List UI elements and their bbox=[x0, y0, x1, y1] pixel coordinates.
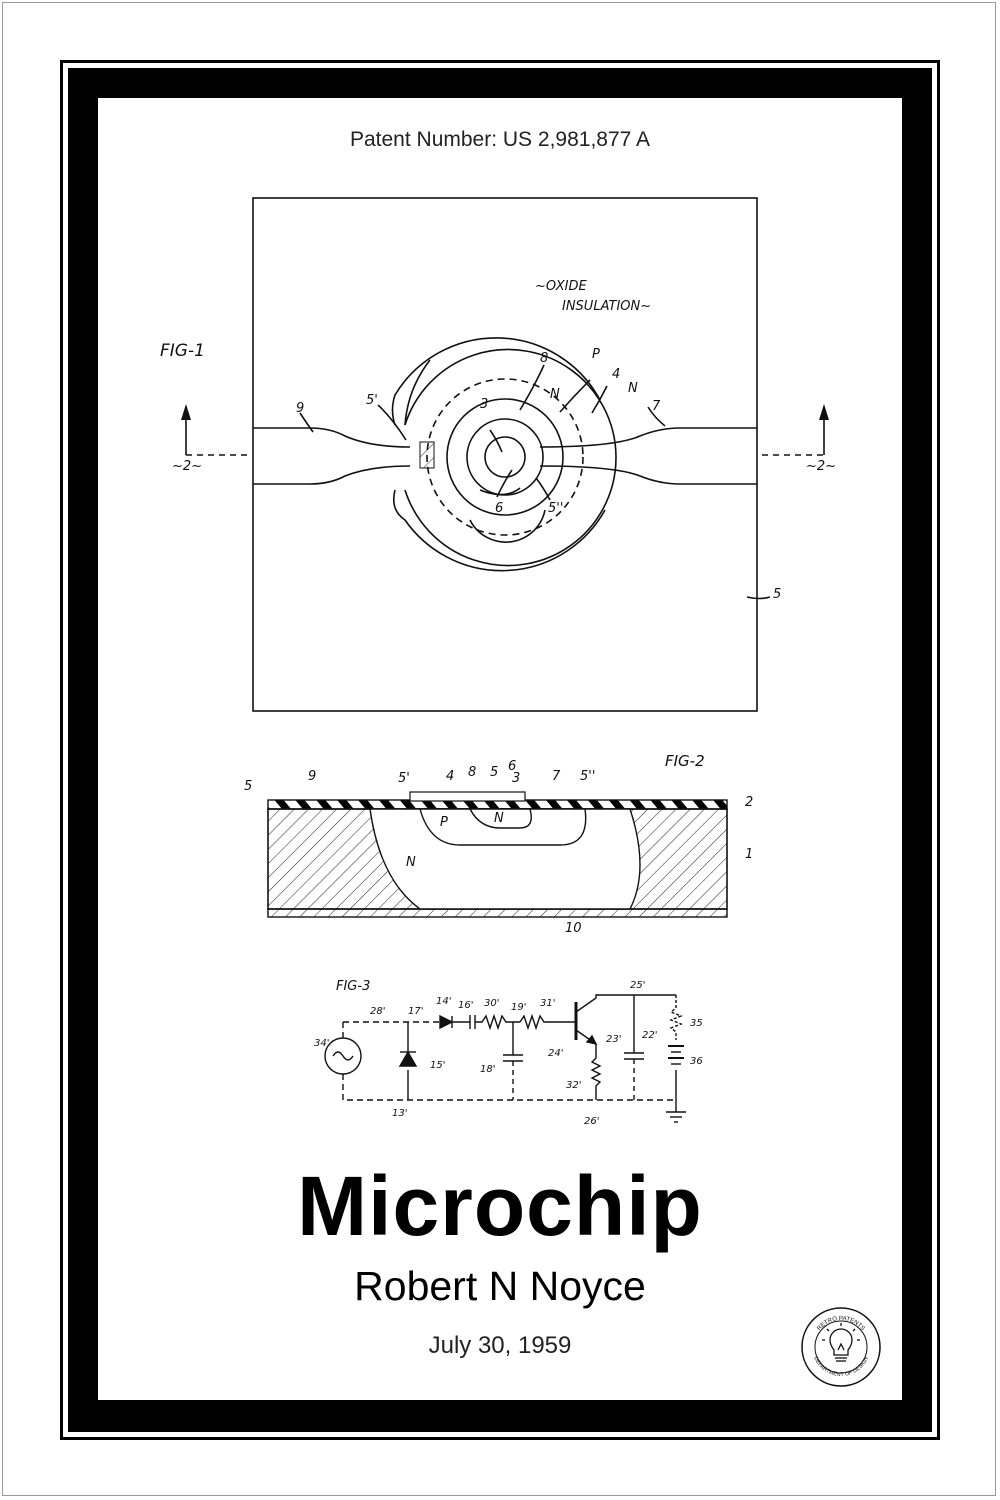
svg-text:19': 19' bbox=[511, 1002, 526, 1013]
fig1-label: FIG-1 bbox=[160, 341, 205, 361]
svg-text:5: 5 bbox=[490, 765, 498, 780]
fig3-label: FIG-3 bbox=[336, 979, 370, 994]
svg-text:16': 16' bbox=[458, 1000, 473, 1011]
svg-text:31': 31' bbox=[540, 998, 555, 1009]
svg-text:7: 7 bbox=[552, 769, 561, 784]
fig2-label: FIG-2 bbox=[665, 752, 705, 770]
svg-text:1: 1 bbox=[745, 847, 753, 862]
svg-text:5': 5' bbox=[398, 771, 410, 786]
svg-text:24': 24' bbox=[548, 1048, 563, 1059]
svg-text:14': 14' bbox=[436, 996, 451, 1007]
svg-text:5: 5 bbox=[773, 587, 781, 602]
svg-text:36: 36 bbox=[690, 1056, 703, 1067]
svg-text:N: N bbox=[550, 387, 560, 402]
svg-text:22': 22' bbox=[642, 1030, 657, 1041]
svg-text:18': 18' bbox=[480, 1064, 495, 1075]
svg-text:23': 23' bbox=[606, 1034, 621, 1045]
fig3-reference-numerals: 28' 17' 14' 16' 30' 19' 31' 25' 34' 15' … bbox=[314, 980, 703, 1127]
svg-text:17': 17' bbox=[408, 1006, 423, 1017]
section-mark-left: ~2~ bbox=[172, 459, 202, 474]
svg-text:9: 9 bbox=[296, 401, 304, 416]
svg-text:P: P bbox=[440, 815, 448, 830]
svg-text:26': 26' bbox=[584, 1116, 599, 1127]
svg-text:4: 4 bbox=[612, 367, 620, 382]
section-arrow-left-icon bbox=[181, 404, 191, 420]
svg-text:5: 5 bbox=[244, 779, 252, 794]
svg-text:5': 5' bbox=[366, 393, 378, 408]
svg-text:8: 8 bbox=[540, 351, 548, 366]
invention-title: Microchip bbox=[0, 1158, 1000, 1255]
svg-text:N: N bbox=[494, 811, 504, 826]
svg-text:5'': 5'' bbox=[548, 501, 563, 516]
svg-text:2: 2 bbox=[745, 795, 753, 810]
svg-text:N: N bbox=[406, 855, 416, 870]
oxide-line1: ~OXIDE bbox=[535, 279, 588, 294]
svg-text:5'': 5'' bbox=[580, 769, 595, 784]
svg-text:P: P bbox=[592, 347, 600, 362]
svg-text:15': 15' bbox=[430, 1060, 445, 1071]
svg-text:4: 4 bbox=[446, 769, 454, 784]
section-mark-right: ~2~ bbox=[806, 459, 836, 474]
svg-text:8: 8 bbox=[468, 765, 476, 780]
svg-text:3: 3 bbox=[480, 397, 488, 412]
fig1-drawing bbox=[186, 198, 824, 711]
svg-text:3: 3 bbox=[512, 771, 520, 786]
oxide-line2: INSULATION~ bbox=[562, 299, 651, 314]
svg-text:35: 35 bbox=[690, 1018, 703, 1029]
svg-text:7: 7 bbox=[652, 399, 661, 414]
svg-text:9: 9 bbox=[308, 769, 316, 784]
svg-text:34': 34' bbox=[314, 1038, 329, 1049]
svg-text:13': 13' bbox=[392, 1108, 407, 1119]
svg-text:N: N bbox=[628, 381, 638, 396]
section-arrow-right-icon bbox=[819, 404, 829, 420]
svg-text:30': 30' bbox=[484, 998, 499, 1009]
svg-text:32': 32' bbox=[566, 1080, 581, 1091]
svg-text:28': 28' bbox=[370, 1006, 385, 1017]
svg-text:25': 25' bbox=[630, 980, 645, 991]
inventor-name: Robert N Noyce bbox=[0, 1263, 1000, 1310]
svg-text:6: 6 bbox=[495, 501, 503, 516]
svg-text:10: 10 bbox=[565, 921, 582, 936]
retro-patents-seal-icon: RETRO PATENTS DEPARTMENT OF DESIGN bbox=[800, 1306, 882, 1388]
